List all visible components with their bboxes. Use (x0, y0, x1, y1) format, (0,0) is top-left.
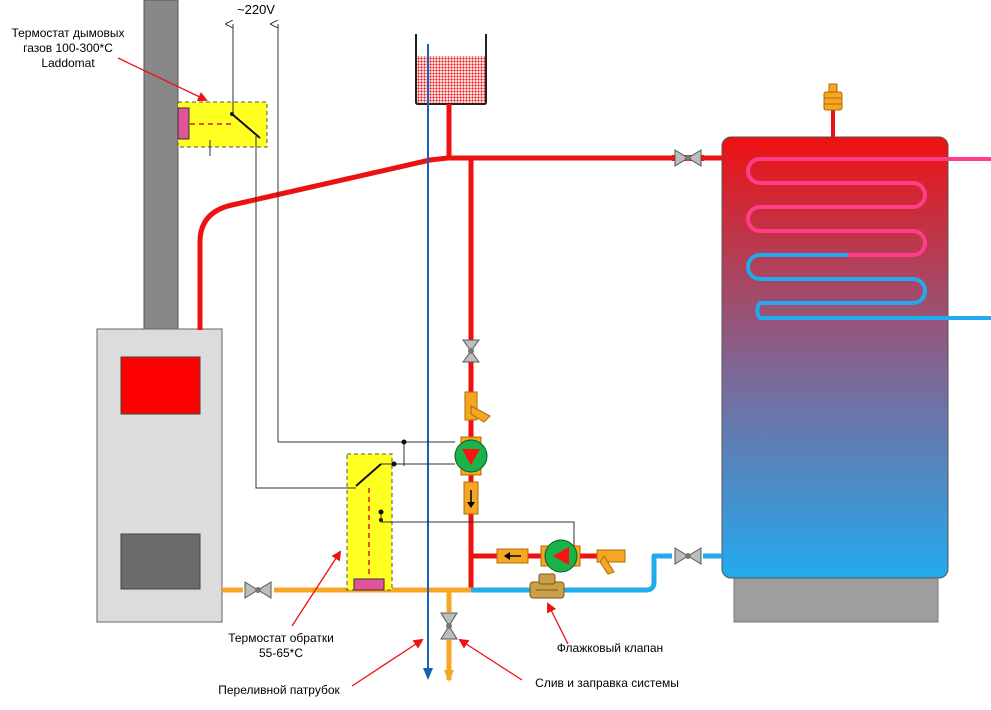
check-valve-horizontal-icon (496, 548, 529, 564)
expansion-vessel (415, 34, 487, 105)
flue-thermostat-label-line3: Laddomat (41, 56, 95, 70)
coil-cold (746, 253, 991, 320)
circulation-pump-horizontal-icon (540, 539, 581, 573)
boiler (96, 328, 223, 623)
circulation-pump-vertical-icon (454, 436, 488, 476)
return-thermostat-label-line1: Термостат обратки (228, 631, 334, 645)
flue-thermostat-label-line1: Термостат дымовых (11, 26, 124, 40)
valve-tank-return-icon (674, 547, 702, 565)
air-vent-icon (823, 83, 843, 137)
check-valve-vertical-icon (463, 481, 479, 515)
flue-gas-thermostat (177, 101, 268, 156)
tank-stand (733, 577, 939, 623)
control-wiring (233, 24, 575, 546)
coil-hot (746, 157, 991, 257)
drain-arrow (444, 670, 454, 682)
storage-tank (721, 83, 991, 623)
valve-top-icon (672, 149, 704, 167)
drain-fill-label: Слив и заправка системы (535, 676, 679, 690)
callout-arrows (117, 57, 569, 687)
valve-riser-icon (462, 339, 480, 363)
overflow-line (423, 44, 433, 680)
return-thermostat-label-line2: 55-65*С (259, 646, 303, 660)
strainer-icon (464, 391, 491, 423)
flap-valve-label: Флажковый клапан (557, 641, 663, 655)
flap-valve-icon (529, 573, 565, 599)
valve-drain-icon (440, 612, 458, 640)
valve-boiler-return-icon (244, 581, 272, 599)
cold-pipes (471, 553, 722, 593)
tank-body (721, 136, 949, 579)
flue-thermostat-label-line2: газов 100-300*С (23, 41, 113, 55)
boiler-ash-door (120, 533, 201, 590)
overflow-pipe-label: Переливной патрубок (218, 683, 340, 697)
wiring-junctions (378, 439, 407, 515)
voltage-label: ~220V (237, 2, 275, 17)
boiler-fire-door (120, 356, 201, 415)
chimney (143, 0, 179, 331)
strainer-mix-icon (596, 549, 626, 575)
